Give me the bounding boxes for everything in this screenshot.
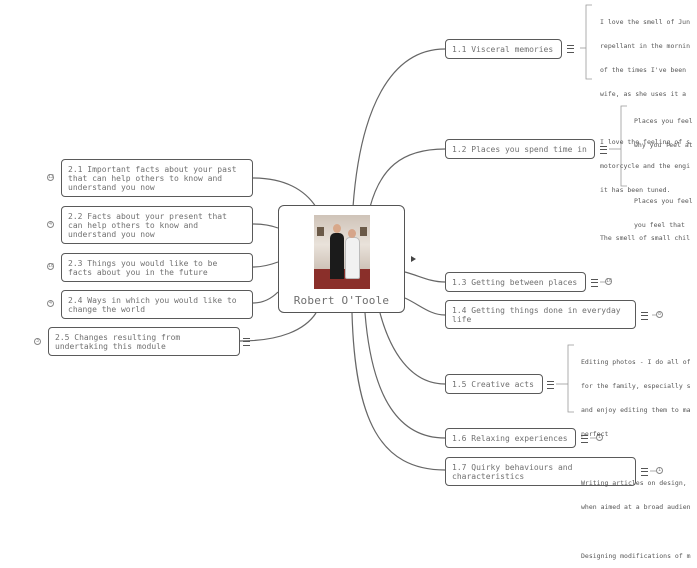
note-line: when aimed at a broad audien [581, 503, 691, 511]
note-places-2: Places you feel you feel that [634, 181, 697, 237]
node-label: 1.3 Getting between places [452, 277, 578, 287]
node-label: 1.1 Visceral memories [452, 44, 554, 54]
note-creative-acts: Editing photos - I do all of for the fam… [581, 342, 697, 568]
child-count-badge[interactable]: 10 [47, 263, 55, 270]
notes-menu-icon[interactable] [600, 146, 607, 154]
node-relaxing-experiences[interactable]: 1.6 Relaxing experiences [445, 428, 576, 448]
node-label: 1.4 Getting things done in everyday life [452, 305, 621, 324]
node-getting-between-places[interactable]: 1.3 Getting between places [445, 272, 586, 292]
note-line: wife, as she uses it a [600, 90, 687, 98]
node-label: 1.5 Creative acts [452, 379, 534, 389]
node-important-facts-past[interactable]: 2.1 Important facts about your past that… [61, 159, 253, 197]
note-line: repellant in the mornin [600, 42, 691, 50]
central-topic[interactable]: Robert O'Toole [278, 205, 405, 313]
node-label: 1.7 Quirky behaviours and characteristic… [452, 462, 573, 481]
note-line: and enjoy editing them to ma [581, 406, 691, 414]
child-count-badge[interactable]: 4 [47, 221, 54, 228]
note-line: for the family, especially s [581, 382, 691, 390]
note-visceral-memories: I love the smell of Jun repellant in the… [600, 2, 697, 250]
notes-menu-icon[interactable] [581, 435, 588, 443]
node-future-facts[interactable]: 2.3 Things you would like to be facts ab… [61, 253, 253, 282]
note-places-1: Places you feel why you feel at [634, 101, 697, 157]
node-visceral-memories[interactable]: 1.1 Visceral memories [445, 39, 562, 59]
central-topic-title: Robert O'Toole [293, 294, 390, 307]
note-line: it has been tuned. [600, 186, 671, 194]
child-count-badge[interactable]: 3 [34, 338, 41, 345]
note-line: Places you feel [634, 197, 693, 205]
node-changes-from-module[interactable]: 2.5 Changes resulting from undertaking t… [48, 327, 240, 356]
note-line: I love the feeling of s [600, 138, 691, 146]
notes-menu-icon[interactable] [641, 468, 648, 476]
note-line: Designing modifications of m [581, 552, 691, 560]
note-line: Places you feel [634, 117, 693, 125]
node-change-the-world[interactable]: 2.4 Ways in which you would like to chan… [61, 290, 253, 319]
expand-arrow-icon[interactable] [411, 256, 416, 262]
node-label: 2.5 Changes resulting from undertaking t… [55, 332, 181, 351]
notes-menu-icon[interactable] [547, 381, 554, 389]
node-getting-things-done[interactable]: 1.4 Getting things done in everyday life [445, 300, 636, 329]
note-line: you feel that [634, 221, 685, 229]
node-creative-acts[interactable]: 1.5 Creative acts [445, 374, 543, 394]
note-line: why you feel at [634, 141, 693, 149]
child-count-badge[interactable]: 12 [47, 174, 55, 181]
note-line: I love the smell of Jun [600, 18, 691, 26]
connector-lines [239, 4, 656, 472]
child-count-badge[interactable]: 4 [47, 300, 54, 307]
notes-menu-icon[interactable] [567, 45, 574, 53]
profile-photo [314, 215, 370, 289]
node-label: 2.1 Important facts about your past that… [68, 164, 237, 192]
node-label: 2.2 Facts about your present that can he… [68, 211, 227, 239]
note-line: Editing photos - I do all of [581, 358, 691, 366]
note-line: The smell of small chil [600, 234, 691, 242]
node-label: 1.2 Places you spend time in [452, 144, 587, 154]
notes-menu-icon[interactable] [591, 279, 598, 287]
notes-menu-icon[interactable] [641, 312, 648, 320]
child-count-badge[interactable]: 8 [656, 311, 663, 318]
node-label: 1.6 Relaxing experiences [452, 433, 568, 443]
node-quirky-behaviours[interactable]: 1.7 Quirky behaviours and characteristic… [445, 457, 636, 486]
note-line: motorcycle and the engi [600, 162, 691, 170]
notes-menu-icon[interactable] [243, 338, 250, 346]
child-count-badge[interactable]: 1 [596, 434, 603, 441]
node-facts-present[interactable]: 2.2 Facts about your present that can he… [61, 206, 253, 244]
child-count-badge[interactable]: 1 [656, 467, 663, 474]
node-label: 2.3 Things you would like to be facts ab… [68, 258, 218, 277]
child-count-badge[interactable]: 10 [605, 278, 613, 285]
node-places-you-spend-time-in[interactable]: 1.2 Places you spend time in [445, 139, 595, 159]
note-line: of the times I've been [600, 66, 687, 74]
node-label: 2.4 Ways in which you would like to chan… [68, 295, 237, 314]
note-line: Writing articles on design, [581, 479, 687, 487]
note-line: perfect [581, 430, 609, 438]
